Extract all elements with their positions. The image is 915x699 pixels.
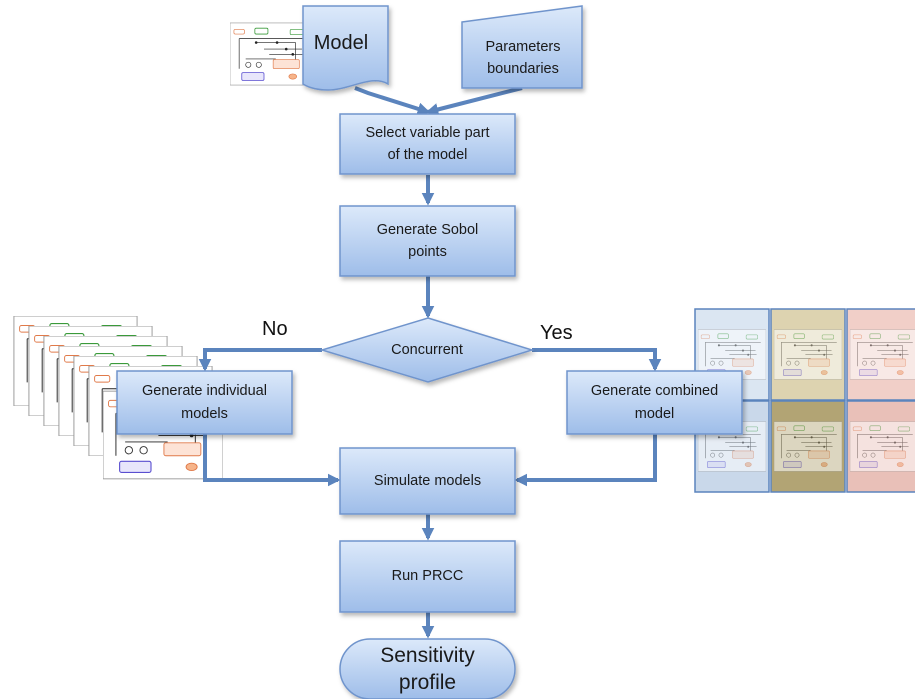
arrow-concurrent-yes bbox=[532, 348, 662, 372]
sobol-box bbox=[339, 205, 516, 277]
grid-cell bbox=[770, 308, 846, 401]
yes-branch-label: Yes bbox=[540, 322, 573, 344]
model-document-shape bbox=[302, 5, 389, 91]
concurrent-diamond bbox=[319, 317, 535, 383]
select-box bbox=[339, 113, 516, 175]
individual-box bbox=[116, 370, 293, 435]
simulate-box bbox=[339, 447, 516, 515]
arrow-combined-to-simulate bbox=[514, 434, 657, 487]
grid-cell bbox=[846, 308, 915, 401]
arrow-individual-to-simulate bbox=[203, 434, 341, 487]
parameters-input-shape bbox=[461, 5, 583, 89]
arrow-concurrent-no bbox=[198, 348, 322, 372]
arrow-parameters-to-select bbox=[425, 86, 523, 116]
grid-cell bbox=[846, 400, 915, 493]
connectors bbox=[198, 86, 662, 639]
arrow-model-to-select bbox=[354, 86, 431, 116]
prcc-box bbox=[339, 540, 516, 613]
no-branch-label: No bbox=[262, 318, 288, 340]
sensitivity-terminator bbox=[339, 638, 516, 699]
combined-box bbox=[566, 370, 743, 435]
grid-cell bbox=[770, 400, 846, 493]
